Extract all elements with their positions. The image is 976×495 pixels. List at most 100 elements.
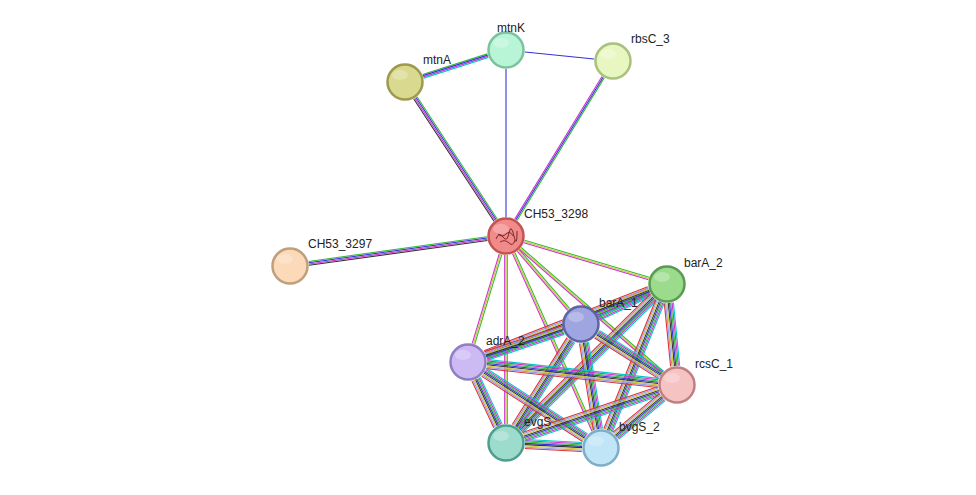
interaction-edge — [485, 326, 565, 361]
evidence-line — [616, 398, 663, 437]
node-label: mtnK — [497, 20, 525, 36]
evidence-line — [525, 52, 594, 59]
protein-node: CH53_3297 — [271, 247, 309, 285]
circle-shape — [489, 219, 524, 254]
evidence-line — [520, 343, 575, 430]
interaction-edge — [486, 360, 658, 388]
evidence-line — [664, 303, 670, 366]
evidence-line — [525, 240, 650, 277]
evidence-line — [514, 339, 569, 426]
interaction-edge — [664, 302, 679, 366]
evidence-line — [486, 331, 563, 357]
node-circle — [582, 429, 620, 467]
interaction-edge — [595, 330, 664, 378]
evidence-line — [487, 365, 658, 384]
protein-node: mtnK — [487, 31, 525, 69]
node-circle — [487, 424, 525, 462]
node-circle — [658, 366, 696, 404]
evidence-line — [487, 366, 658, 385]
evidence-line — [487, 332, 564, 358]
interaction-edge — [525, 439, 583, 451]
circle-highlight — [277, 254, 293, 264]
evidence-line — [309, 237, 487, 262]
circle-highlight — [493, 224, 509, 234]
circle-shape — [596, 44, 631, 79]
protein-node: adrA_2 — [449, 343, 487, 381]
protein-node: bvgS_2 — [582, 429, 620, 467]
node-label: rcsC_1 — [695, 356, 733, 372]
circle-highlight — [588, 436, 604, 446]
interaction-edge — [506, 69, 507, 217]
circle-shape — [451, 345, 486, 380]
evidence-line — [516, 77, 603, 220]
node-circle — [648, 265, 686, 303]
circle-shape — [489, 426, 524, 461]
circle-highlight — [568, 312, 584, 322]
protein-node: barA_1 — [562, 305, 600, 343]
node-circle — [449, 343, 487, 381]
evidence-line — [614, 396, 661, 435]
evidence-line — [473, 381, 495, 428]
interaction-edge — [512, 338, 574, 430]
evidence-line — [415, 98, 495, 220]
evidence-line — [619, 401, 666, 440]
evidence-line — [414, 99, 494, 221]
interaction-edge — [525, 52, 594, 59]
circle-highlight — [392, 70, 408, 80]
evidence-line — [516, 340, 571, 427]
evidence-line — [518, 341, 573, 428]
node-label: barA_2 — [684, 255, 723, 271]
node-circle — [271, 247, 309, 285]
evidence-line — [417, 97, 497, 219]
circle-highlight — [664, 373, 680, 383]
node-label: adrA_2 — [486, 333, 525, 349]
evidence-line — [525, 449, 582, 452]
evidence-line — [485, 326, 562, 352]
evidence-line — [474, 380, 496, 427]
node-label: mtnA — [423, 52, 451, 68]
evidence-line — [524, 241, 649, 278]
evidence-line — [512, 338, 567, 425]
circle-highlight — [493, 38, 509, 48]
evidence-line — [524, 390, 659, 436]
evidence-line — [473, 254, 500, 344]
evidence-line — [472, 381, 494, 428]
node-circle — [487, 31, 525, 69]
evidence-line — [475, 255, 502, 345]
circle-shape — [650, 267, 685, 302]
circle-shape — [273, 249, 308, 284]
node-label: bvgS_2 — [619, 419, 660, 435]
circle-shape — [660, 368, 695, 403]
evidence-line — [513, 338, 568, 425]
evidence-line — [515, 77, 602, 220]
node-label: rbsC_3 — [631, 31, 670, 47]
circle-highlight — [455, 350, 471, 360]
protein-node: mtnA — [386, 63, 424, 101]
protein-node: CH53_3298 — [487, 217, 525, 255]
evidence-line — [517, 340, 572, 427]
interaction-edge — [309, 237, 488, 266]
node-circle — [386, 63, 424, 101]
circle-shape — [584, 431, 619, 466]
evidence-line — [524, 243, 649, 280]
evidence-line — [597, 334, 661, 375]
circle-highlight — [654, 272, 670, 282]
evidence-line — [615, 397, 662, 436]
node-label: evgS — [524, 414, 551, 430]
evidence-line — [517, 78, 604, 221]
interaction-edge — [524, 240, 649, 280]
evidence-line — [487, 367, 658, 386]
protein-node: evgS — [487, 424, 525, 462]
node-label: barA_1 — [599, 295, 638, 311]
interaction-edge — [414, 97, 497, 221]
node-label: CH53_3297 — [308, 236, 372, 252]
structure-icon — [496, 229, 517, 245]
circle-highlight — [600, 49, 616, 59]
protein-node: barA_2 — [648, 265, 686, 303]
circle-shape — [489, 33, 524, 68]
circle-highlight — [493, 431, 509, 441]
interaction-edge — [472, 254, 502, 344]
evidence-line — [416, 98, 496, 220]
evidence-line — [472, 254, 499, 344]
